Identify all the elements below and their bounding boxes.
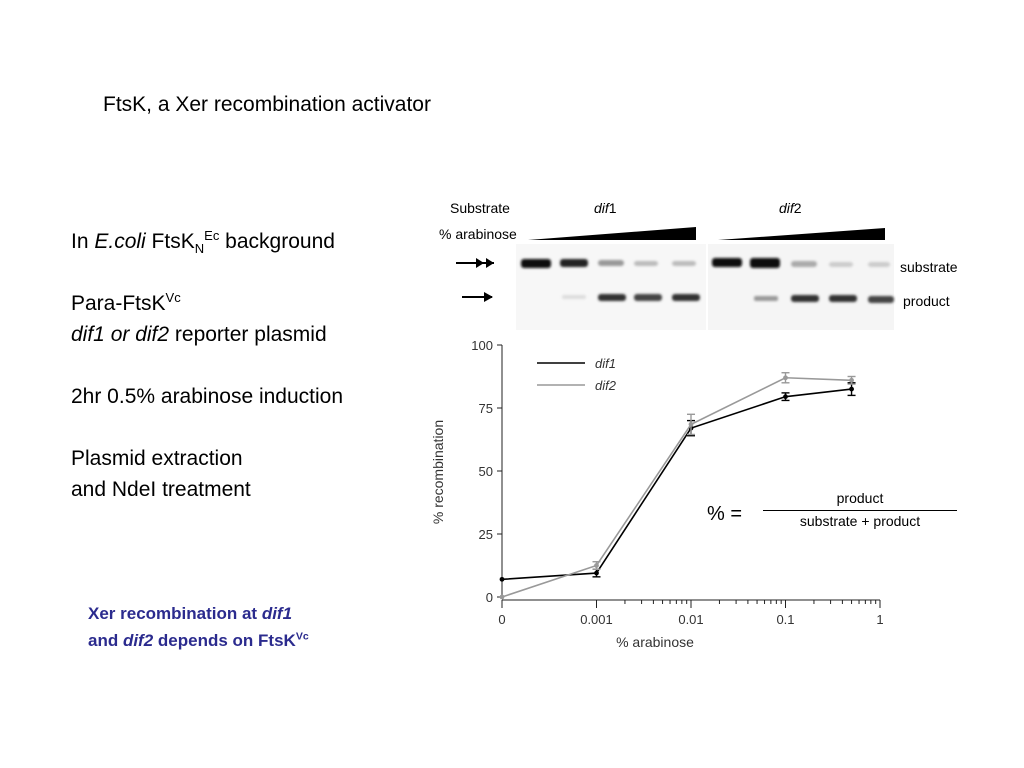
fraction-bar bbox=[763, 510, 957, 511]
x-tick-label: 0.1 bbox=[776, 612, 794, 627]
gel-bands bbox=[521, 258, 894, 303]
gel-dif2-header: dif2 bbox=[779, 200, 802, 216]
band-label-substrate: substrate bbox=[900, 259, 958, 275]
band-product-8 bbox=[791, 295, 819, 302]
data-point-dif2 bbox=[783, 375, 788, 381]
gel-panel-dif2 bbox=[708, 244, 894, 330]
band-substrate-8 bbox=[791, 261, 817, 267]
gel-dif1-header: dif1 bbox=[594, 200, 617, 216]
slide-title: FtsK, a Xer recombination activator bbox=[103, 93, 431, 116]
formula-numerator: product bbox=[836, 490, 884, 506]
band-substrate-4 bbox=[634, 261, 658, 266]
band-substrate-7 bbox=[750, 258, 780, 268]
bullet-reporter-plasmid: dif1 or dif2 reporter plasmid bbox=[71, 323, 327, 346]
x-tick-label: 1 bbox=[876, 612, 883, 627]
bullet-background: In E.coli FtsKNEc background bbox=[71, 228, 335, 257]
arabinose-gradient-dif2 bbox=[718, 228, 885, 240]
formula-lhs: % = bbox=[707, 503, 743, 525]
band-label-product: product bbox=[903, 293, 950, 309]
legend-label-dif2: dif2 bbox=[595, 378, 617, 393]
band-product-5 bbox=[672, 294, 700, 301]
data-point-dif1 bbox=[499, 576, 505, 582]
gel-figure: Substrate dif1 dif2 % arabinose bbox=[439, 200, 894, 330]
gel-panel-dif1 bbox=[516, 244, 706, 330]
chart-axes bbox=[501, 345, 880, 601]
conclusion-text: Xer recombination at dif1 and dif2 depen… bbox=[88, 604, 309, 650]
data-point-dif2 bbox=[594, 563, 599, 568]
x-tick-label: 0.001 bbox=[580, 612, 613, 627]
x-axis-label: % arabinose bbox=[616, 634, 694, 650]
x-tick-label: 0.01 bbox=[678, 612, 703, 627]
recombination-chart: 0 25 50 75 100 0 0.001 0.01 0.1 1 dif1 dif2 % arab… bbox=[430, 338, 884, 650]
arabinose-gradient-dif1 bbox=[528, 227, 696, 240]
gel-substrate-header: Substrate bbox=[450, 200, 510, 216]
gel-arabinose-header: % arabinose bbox=[439, 226, 517, 242]
band-product-4 bbox=[634, 294, 662, 301]
double-arrow-icon bbox=[456, 258, 494, 268]
data-point-dif2 bbox=[499, 594, 505, 600]
bullet-para-ftsk: Para-FtsKVc bbox=[71, 290, 181, 315]
formula-denominator: substrate + product bbox=[799, 513, 921, 529]
formula-fraction: product substrate + product bbox=[763, 490, 957, 529]
data-point-dif2 bbox=[688, 421, 694, 427]
y-axis-label: % recombination bbox=[430, 420, 446, 524]
band-product-7 bbox=[754, 296, 778, 301]
y-tick-label: 0 bbox=[486, 590, 493, 605]
y-tick-label: 25 bbox=[479, 527, 493, 542]
band-substrate-10 bbox=[868, 262, 890, 267]
band-substrate-1 bbox=[521, 259, 551, 268]
y-tick-label: 75 bbox=[479, 401, 493, 416]
band-substrate-5 bbox=[672, 261, 696, 266]
band-substrate-6 bbox=[712, 258, 742, 267]
data-point-dif1 bbox=[783, 394, 788, 400]
y-tick-label: 50 bbox=[479, 464, 493, 479]
bullet-extraction: Plasmid extraction bbox=[71, 447, 243, 470]
chart-series bbox=[499, 372, 856, 600]
band-product-2 bbox=[562, 295, 586, 299]
band-product-10 bbox=[868, 296, 894, 303]
series-line-dif1 bbox=[501, 388, 852, 581]
single-arrow-icon bbox=[462, 292, 493, 302]
band-substrate-9 bbox=[829, 262, 853, 267]
legend-label-dif1: dif1 bbox=[595, 356, 616, 371]
y-tick-label: 100 bbox=[471, 338, 493, 353]
bullet-ndei: and NdeI treatment bbox=[71, 478, 251, 501]
chart-ticks: 0 25 50 75 100 0 0.001 0.01 0.1 1 bbox=[471, 338, 883, 627]
chart-legend: dif1 dif2 bbox=[537, 356, 617, 393]
band-product-3 bbox=[598, 294, 626, 301]
method-bullets: In E.coli FtsKNEc background Para-FtsKVc… bbox=[71, 226, 343, 505]
data-point-dif2 bbox=[849, 377, 854, 383]
data-point-dif1 bbox=[594, 570, 599, 576]
bullet-induction: 2hr 0.5% arabinose induction bbox=[71, 385, 344, 408]
data-point-dif1 bbox=[849, 386, 854, 392]
series-line-dif2 bbox=[501, 376, 852, 598]
band-product-9 bbox=[829, 295, 857, 302]
band-substrate-3 bbox=[598, 260, 624, 266]
band-substrate-2 bbox=[560, 259, 588, 267]
x-tick-label: 0 bbox=[498, 612, 505, 627]
